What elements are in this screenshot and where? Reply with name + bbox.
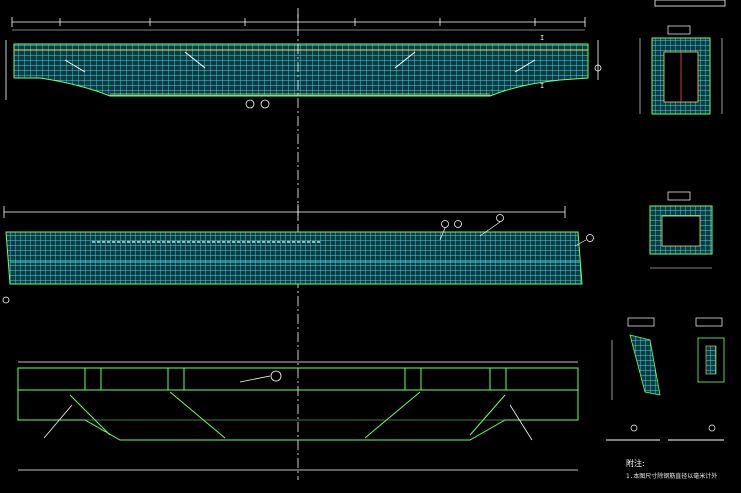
section-a-view (639, 0, 726, 115)
detail-callout-1 (630, 424, 638, 432)
notes-line-1: 1.本图尺寸除钢筋直径以毫米计外 (626, 472, 717, 480)
detail-2-core (705, 345, 717, 375)
detail-1-label (627, 317, 655, 327)
elevation-beam-mesh (13, 43, 589, 97)
section-a-label-box (667, 25, 691, 35)
plan-dimension-ticks (3, 204, 566, 220)
elevation-bent-bars (64, 51, 536, 73)
section-b-label-box (667, 191, 691, 201)
beam-outline-view (17, 367, 579, 441)
beam-outline-stiffeners (84, 367, 507, 391)
notes-heading: 附注: (626, 458, 645, 468)
plan-callouts (2, 214, 594, 304)
title-box (654, 0, 726, 7)
plan-rebar-view (2, 204, 594, 304)
beam-outline-haunch (17, 390, 579, 441)
detail-views (606, 317, 725, 441)
plan-beam-mesh (5, 231, 583, 285)
beam-outline-top-slab (17, 367, 579, 391)
section-b-view (649, 191, 713, 269)
beam-callout (270, 370, 282, 382)
elevation-rebar-view (5, 14, 602, 109)
elevation-end-marks (5, 40, 599, 100)
plan-leaders (439, 221, 587, 247)
section-b-core (661, 215, 701, 247)
beam-outline-diagonals (69, 391, 506, 439)
section-label-b: I (540, 34, 544, 42)
detail-2-label (695, 317, 723, 327)
detail-1-bar (629, 334, 661, 396)
detail-2-body (697, 337, 725, 383)
beam-leaders (43, 375, 533, 441)
detail-callout-2 (708, 424, 716, 432)
section-label-a: I (540, 82, 544, 90)
